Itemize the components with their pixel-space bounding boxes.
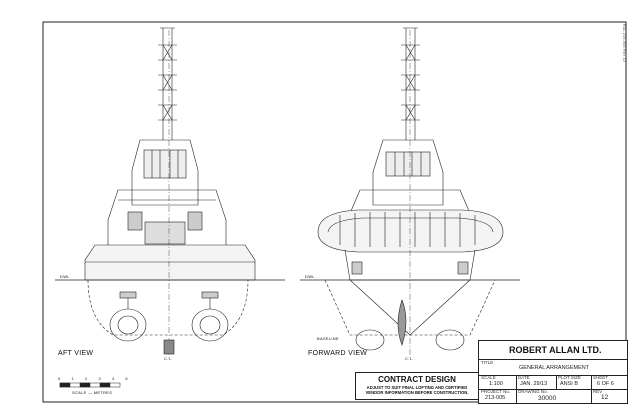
title-caption: TITLE (481, 360, 494, 365)
sheet-caption: SHEET (593, 375, 609, 380)
plot-caption: PLOT SIZE (558, 375, 581, 380)
date-value: JAN. 29/13 (520, 381, 548, 387)
scale-tick: 5 (125, 376, 128, 381)
date-caption: DATE (518, 375, 530, 380)
centreline-label-aft: C.L. (164, 356, 173, 361)
scale-caption: SCALE (481, 375, 496, 380)
scale-bar-caption: SCALE — METRES (72, 390, 113, 395)
company-name: ROBERT ALLAN LTD. (509, 345, 602, 355)
scale-tick: 1 (71, 376, 75, 381)
stamp-line-1: ADJUST TO SUIT FINAL LOFTING AND CERTIFI… (366, 385, 468, 390)
scale-tick: 0 (58, 376, 61, 381)
aft-view-label: AFT VIEW (58, 350, 94, 357)
scale-tick: 4 (111, 376, 115, 381)
scale-tick: 3 (98, 376, 101, 381)
project-value: 213-005 (485, 395, 506, 401)
dwl-label-aft: DWL (60, 274, 70, 279)
scale-tick: 2 (84, 376, 88, 381)
forward-view-label: FORWARD VIEW (308, 350, 368, 357)
info-row-1: SCALE 1:100 DATE JAN. 29/13 PLOT SIZE AN… (479, 375, 627, 390)
sheet-border (42, 21, 627, 403)
centreline-label-fwd: C.L. (405, 356, 414, 361)
baseline-label: BASELINE (317, 336, 339, 341)
info-row-2: PROJECT No. 213-005 DRAWING No. 30000 RE… (479, 389, 627, 403)
drawing-title: GENERAL ARRANGEMENT (519, 365, 590, 371)
drawing-caption: DRAWING No. (518, 389, 548, 394)
rev-value: 12 (601, 394, 609, 401)
aft-view-drawing (55, 27, 285, 360)
drawing-number: 30000 (538, 395, 557, 402)
rev-caption: REV (593, 389, 603, 394)
contract-design-stamp: CONTRACT DESIGN ADJUST TO SUIT FINAL LOF… (355, 372, 479, 400)
stamp-line-2: VENDOR INFORMATION BEFORE CONSTRUCTION. (365, 390, 469, 395)
project-caption: PROJECT No. (481, 389, 511, 394)
title-row: TITLE GENERAL ARRANGEMENT (479, 359, 627, 376)
file-reference: RAL 213-005 Rev 12 (622, 24, 626, 62)
scale-bar-ticks: 0 1 2 3 4 5 (58, 376, 128, 381)
scale-value: 1:100 (489, 381, 503, 387)
title-block: ROBERT ALLAN LTD. TITLE GENERAL ARRANGEM… (478, 340, 628, 404)
plot-value: ANSI B (560, 381, 579, 387)
sheet-value: 6 OF 6 (597, 381, 614, 387)
dwl-label-fwd: DWL (305, 274, 315, 279)
stamp-title: CONTRACT DESIGN (378, 375, 456, 384)
forward-view-drawing (300, 27, 520, 360)
company-row: ROBERT ALLAN LTD. (479, 341, 627, 360)
scale-bar-graphic (59, 382, 121, 388)
